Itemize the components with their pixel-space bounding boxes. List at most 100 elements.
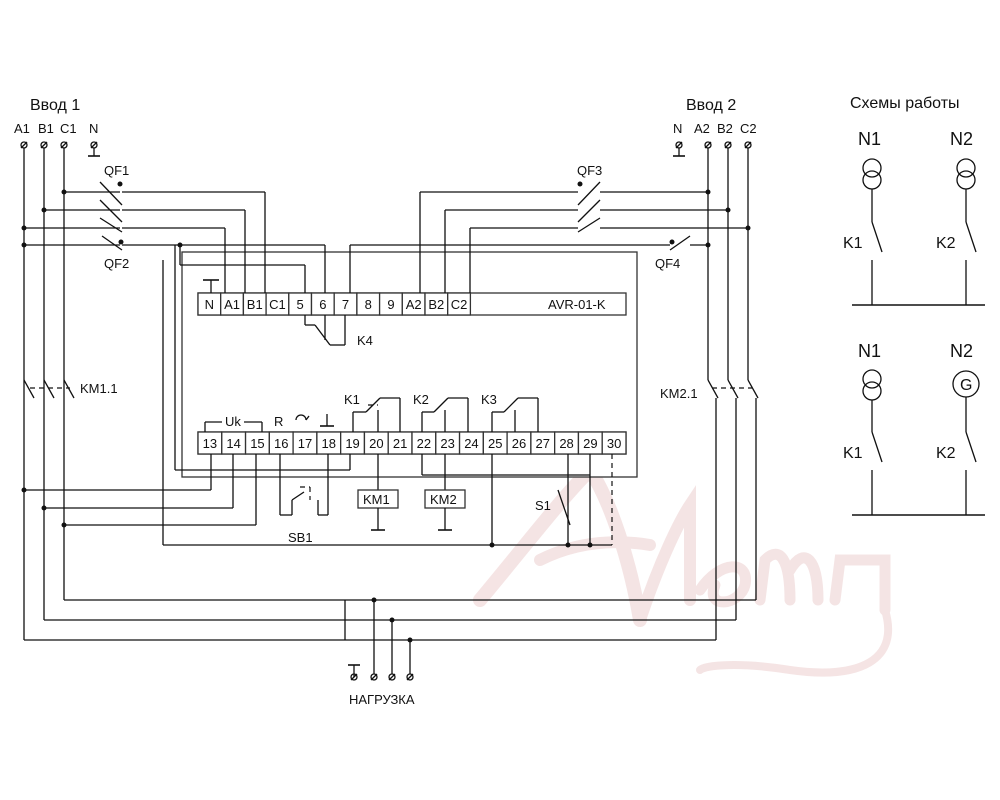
bottom-terminal-label: 21 [393, 436, 407, 451]
k2-label: K2 [413, 392, 429, 407]
bottom-terminal-label: 13 [203, 436, 217, 451]
scheme1-source1-label: N1 [858, 129, 881, 149]
relay-k4-contact [304, 315, 346, 346]
bottom-terminal-label: 20 [369, 436, 383, 451]
k1-label: K1 [344, 392, 360, 407]
scheme1-source2-label: N2 [950, 129, 973, 149]
bottom-terminal-cell [601, 431, 627, 455]
qf4-label: QF4 [655, 256, 680, 271]
bottom-terminal-label: 14 [226, 436, 240, 451]
bottom-terminal-label: 29 [583, 436, 597, 451]
input2-terminals [673, 141, 752, 157]
top-terminal-label: C2 [451, 297, 468, 312]
scheme2-source1-label: N1 [858, 341, 881, 361]
top-terminal-label: 8 [365, 297, 372, 312]
bottom-terminals: 13 14 15 16 17 18 19 20 21 22 23 24 25 26 27 28 29 30 [197, 431, 627, 455]
top-terminal-label: N [205, 297, 214, 312]
km2-label: KM2 [430, 492, 457, 507]
s1-label: S1 [535, 498, 551, 513]
breaker-qf1 [99, 181, 265, 233]
top-terminal-wiring [177, 192, 471, 293]
qf3-label: QF3 [577, 163, 602, 178]
qf2-label: QF2 [104, 256, 129, 271]
coil-km2 [424, 454, 466, 531]
top-terminal-label: 5 [297, 297, 304, 312]
input1-wiring [21, 148, 120, 640]
bottom-terminal-label: 15 [250, 436, 264, 451]
load-bus [24, 597, 756, 681]
km11-label: KM1.1 [80, 381, 118, 396]
k3-label: K3 [481, 392, 497, 407]
scheme2-transformer-icon [862, 369, 882, 432]
device-ground-icon [203, 279, 219, 293]
top-terminal-label: C1 [269, 297, 286, 312]
input1-phase-c1: C1 [60, 121, 77, 136]
ground-mark-icon [320, 414, 334, 427]
top-terminal-label: B2 [428, 297, 444, 312]
input2-phase-b2: B2 [717, 121, 733, 136]
scheme1: N1 N2 K1 K2 [843, 129, 985, 306]
top-terminal-label: A2 [406, 297, 422, 312]
km21-label: KM2.1 [660, 386, 698, 401]
bottom-terminal-label: 30 [607, 436, 621, 451]
bottom-terminal-label: 16 [274, 436, 288, 451]
scheme1-transformer2-icon [956, 158, 976, 222]
input1-title: Ввод 1 [30, 97, 80, 114]
bottom-terminal-label: 17 [298, 436, 312, 451]
input2-wiring [600, 148, 751, 380]
relay-k3-contact [491, 397, 539, 432]
scheme2-switch2-label: K2 [936, 445, 956, 462]
scheme2-switch1-label: K1 [843, 445, 863, 462]
breaker-qf2 [101, 235, 325, 251]
device-model: AVR-01-K [548, 297, 606, 312]
relay-k2-contact [421, 397, 469, 432]
uk-bracket [204, 421, 263, 432]
scheme2-generator-icon: G [952, 370, 980, 432]
sb1-label: SB1 [288, 530, 313, 545]
control-wiring [21, 245, 613, 548]
input1-terminals [20, 141, 100, 157]
input2-title: Ввод 2 [686, 97, 736, 114]
relay-k1-contact [352, 397, 401, 432]
top-terminal-label: A1 [224, 297, 240, 312]
scheme2-generator-label: G [960, 377, 972, 394]
bottom-terminal-label: 24 [464, 436, 478, 451]
qf1-label: QF1 [104, 163, 129, 178]
load-label: НАГРУЗКА [349, 692, 415, 707]
bottom-terminal-label: 27 [536, 436, 550, 451]
breaker-qf4 [350, 235, 691, 251]
uk-label: Uk [225, 414, 241, 429]
bottom-terminal-label: 26 [512, 436, 526, 451]
input2-phase-c2: C2 [740, 121, 757, 136]
bottom-terminal-label: 22 [417, 436, 431, 451]
bottom-terminal-label: 23 [440, 436, 454, 451]
input1-phase-b1: B1 [38, 121, 54, 136]
schemes-title: Схемы работы [850, 95, 960, 112]
coil-km1 [357, 454, 399, 531]
top-terminal-label: 9 [387, 297, 394, 312]
breaker-qf3 [420, 181, 601, 233]
r-label: R [274, 414, 283, 429]
input2-neutral: N [673, 121, 682, 136]
top-terminal-label: 7 [342, 297, 349, 312]
k4-label: K4 [357, 333, 373, 348]
scheme1-transformer1-icon [862, 158, 882, 222]
top-terminal-label: 6 [319, 297, 326, 312]
bottom-terminal-label: 19 [345, 436, 359, 451]
contactor-km11 [23, 379, 75, 399]
input1-neutral: N [89, 121, 98, 136]
scheme2-source2-label: N2 [950, 341, 973, 361]
km1-label: KM1 [363, 492, 390, 507]
input2-phase-a2: A2 [694, 121, 710, 136]
top-terminal-label: B1 [247, 297, 263, 312]
scheme1-switch1-label: K1 [843, 235, 863, 252]
scheme1-switch2-label: K2 [936, 235, 956, 252]
reset-icon [295, 414, 310, 421]
bottom-terminal-label: 28 [559, 436, 573, 451]
bottom-terminal-label: 25 [488, 436, 502, 451]
scheme2: N1 N2 G K1 K2 [843, 341, 985, 516]
bottom-terminal-label: 18 [322, 436, 336, 451]
input1-phase-a1: A1 [14, 121, 30, 136]
